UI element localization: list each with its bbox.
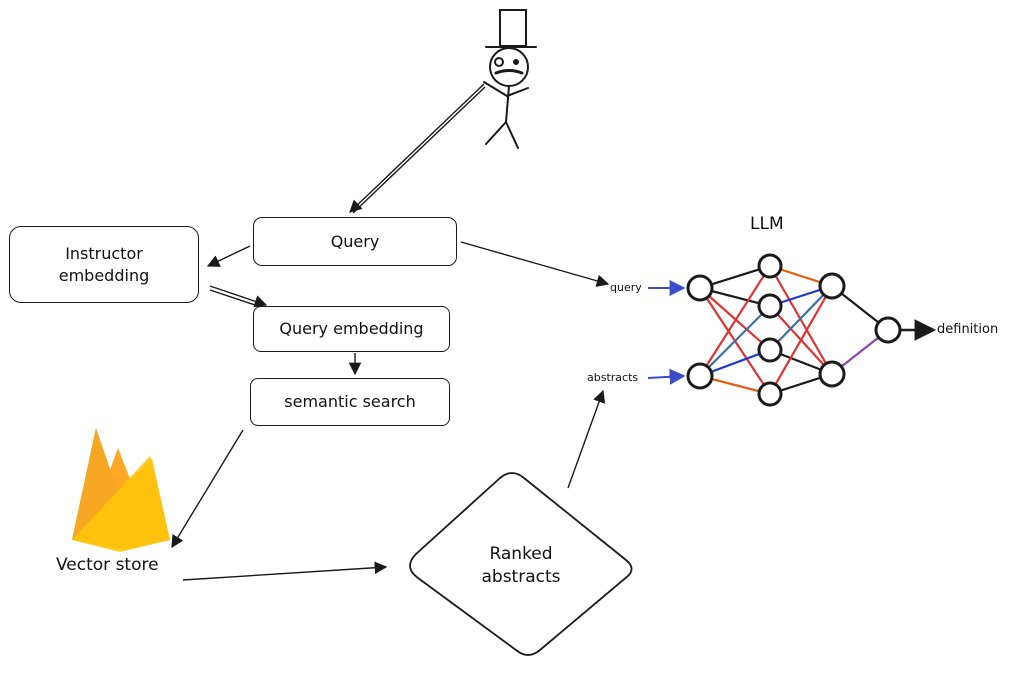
abstracts-input-arrow xyxy=(647,368,686,385)
llm-network-nodes xyxy=(686,253,902,407)
query-embedding-box: Query embedding xyxy=(253,306,450,352)
arrow-search-to-vector-store xyxy=(171,429,244,549)
vector-store-label: Vector store xyxy=(56,555,159,575)
abstracts-input-label: abstracts xyxy=(587,371,639,384)
arrow-user-to-query-double xyxy=(352,86,486,214)
query-label: Query xyxy=(330,231,380,251)
llm-network-edges xyxy=(699,264,889,396)
semantic-search-box: semantic search xyxy=(250,378,450,426)
arrow-query-to-instructor xyxy=(206,245,251,267)
query-box: Query xyxy=(253,217,457,266)
instructor-embedding-box: Instructor embedding xyxy=(9,226,199,303)
query-embedding-label: Query embedding xyxy=(279,319,424,338)
ranked-abstracts-shape xyxy=(409,472,633,656)
arrow-ranked-to-llm xyxy=(567,389,606,489)
arrow-user-to-query xyxy=(349,83,485,213)
semantic-search-label: semantic search xyxy=(284,392,416,411)
firebase-flame-icon xyxy=(72,428,170,552)
definition-output-label: definition xyxy=(937,322,999,337)
arrow-query-to-llm xyxy=(460,241,610,287)
arrow-vector-store-to-ranked xyxy=(182,561,388,581)
query-input-label: query xyxy=(610,281,642,294)
instructor-embedding-label: Instructor embedding xyxy=(58,243,150,285)
arrow-instructor-to-query-embedding xyxy=(209,285,268,308)
llm-title: LLM xyxy=(750,214,784,234)
flow-arrows xyxy=(171,83,610,581)
user-stick-figure-icon xyxy=(483,9,537,149)
arrow-instructor-double xyxy=(209,289,265,309)
ranked-abstracts-label: Ranked abstracts xyxy=(481,544,561,587)
llm-input-arrows xyxy=(647,280,686,385)
